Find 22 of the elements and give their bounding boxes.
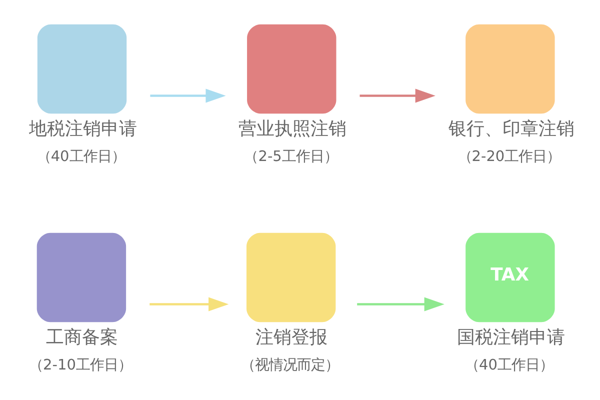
arrow <box>150 88 226 103</box>
arrow <box>357 297 444 312</box>
node-label: （2-10工作日） <box>29 357 132 374</box>
arrow <box>360 88 436 103</box>
node-label: （视情况而定） <box>240 357 339 374</box>
node-box <box>36 232 126 322</box>
node-box <box>37 24 127 114</box>
arrow <box>150 297 229 312</box>
node-label: 注销登报 <box>255 327 328 348</box>
node-label: 工商备案 <box>46 327 118 348</box>
node-label: （2-20工作日） <box>458 148 561 165</box>
node-box: TAX <box>466 232 555 322</box>
node-label: 营业执照注销 <box>238 118 347 140</box>
node-label: （40工作日） <box>36 148 126 165</box>
node-label: 银行、印章注销 <box>448 118 574 140</box>
node-box <box>247 24 336 114</box>
node-box <box>246 232 336 322</box>
node-box <box>466 24 555 114</box>
node-label: （2-5工作日） <box>244 148 338 165</box>
node-label: 地税注销申请 <box>29 118 138 140</box>
node-label: 国税注销申请 <box>457 327 566 348</box>
node-label: （40工作日） <box>465 357 554 374</box>
